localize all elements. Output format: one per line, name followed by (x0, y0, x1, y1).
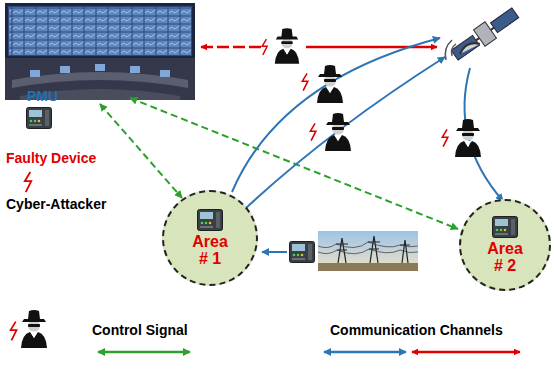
red-channel (275, 28, 299, 64)
legend-label: Faulty Device (6, 150, 96, 166)
legend-samples (324, 351, 406, 354)
satellite-icon (449, 5, 521, 64)
legend-samples (21, 310, 47, 348)
area-circle: Area # 2 (459, 199, 551, 291)
control-room-image (5, 3, 195, 100)
legend-samples (25, 172, 31, 192)
control-room-image (130, 66, 140, 73)
area-label: Area # 2 (483, 241, 527, 275)
area-circle: Area # 1 (162, 190, 258, 286)
communication-channels (455, 119, 481, 157)
area-label: Area # 1 (188, 234, 232, 268)
transmission-line-image (290, 242, 315, 263)
transmission-line-image (290, 231, 419, 271)
control-signal-lines (100, 104, 182, 198)
transmission-line-image (318, 231, 418, 271)
control-signal-lines (100, 98, 458, 229)
satellite-icon (452, 44, 457, 56)
pmu-icon (197, 209, 223, 231)
legend-label: PMU (27, 88, 58, 104)
legend-samples (11, 108, 520, 353)
transmission-line-image (318, 249, 418, 254)
satellite-icon (445, 5, 521, 64)
transmission-line-image (318, 263, 418, 271)
communication-channels (246, 57, 445, 208)
communication-channels (442, 129, 448, 146)
control-room-image (160, 70, 170, 77)
control-room-image (95, 64, 105, 71)
satellite-icon (460, 43, 480, 54)
control-room-image (9, 7, 191, 55)
red-channel (262, 39, 267, 55)
communication-channels (317, 65, 343, 103)
red-channel (306, 46, 437, 49)
legend-samples (27, 108, 52, 129)
transmission-line-image (318, 242, 418, 248)
communication-channels (325, 113, 351, 151)
communication-channels (302, 73, 308, 90)
legend-samples (98, 351, 190, 354)
control-room-image (8, 6, 192, 56)
communication-channels (232, 38, 503, 252)
legend-label: Cyber-Attacker (6, 196, 106, 212)
pmu-icon (198, 209, 223, 230)
satellite-icon (491, 8, 519, 33)
communication-channels (310, 123, 316, 140)
red-channel (201, 28, 437, 64)
communication-channels (232, 38, 440, 192)
legend-label: Control Signal (92, 322, 188, 338)
control-room-image (60, 66, 70, 73)
legend-samples (11, 322, 17, 341)
legend-label: Communication Channels (330, 322, 503, 338)
satellite-icon (445, 40, 452, 60)
control-room-image (5, 3, 195, 100)
communication-channels (262, 251, 287, 253)
pmu-icon (492, 216, 518, 238)
satellite-icon (451, 35, 479, 60)
red-channel (201, 46, 262, 49)
pmu-icon (493, 216, 518, 237)
legend-samples (412, 351, 520, 354)
control-room-image (30, 70, 40, 77)
